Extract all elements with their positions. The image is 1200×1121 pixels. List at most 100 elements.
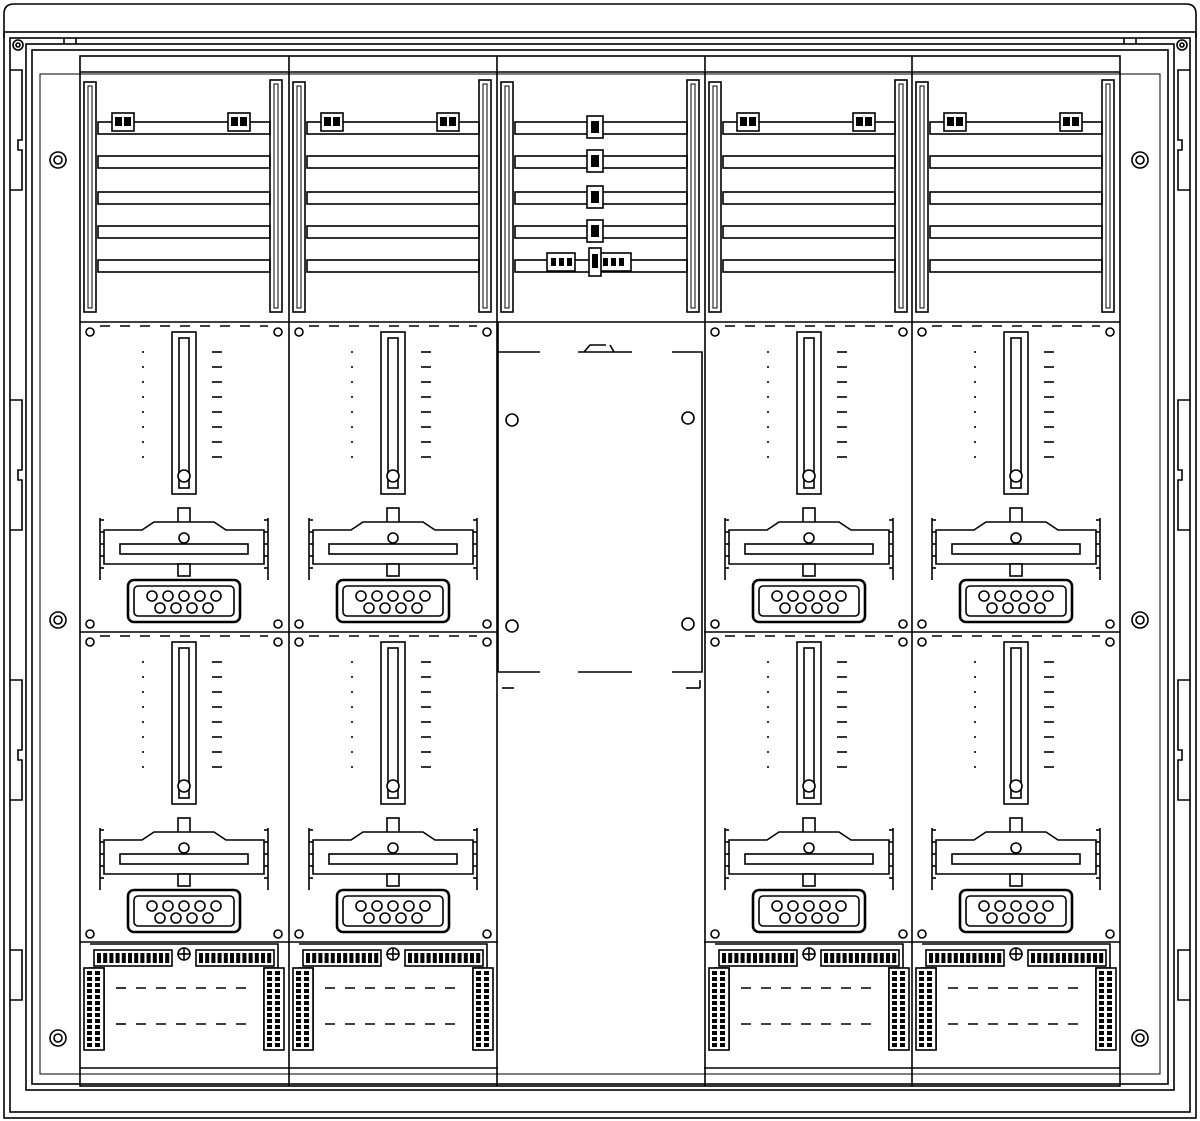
- terminal-rail: [820, 949, 900, 967]
- mounting-frame: [79, 55, 1121, 1087]
- busbar: [97, 259, 271, 273]
- mounting-screw-icon: [505, 619, 519, 633]
- column-2-upper-meter-field: [294, 325, 492, 629]
- column-4-lower-meter-field: [710, 635, 908, 939]
- mounting-screw-icon: [482, 327, 492, 337]
- meter-fields: [85, 325, 1115, 939]
- mounting-screw-icon: [1105, 637, 1115, 647]
- meter-scale: [767, 331, 847, 495]
- mounting-screw-icon: [917, 327, 927, 337]
- mounting-screw-icon: [273, 327, 283, 337]
- mounting-rail: [894, 79, 908, 313]
- terminal-rail: [292, 967, 314, 1051]
- terminal-clamp-icon: [436, 112, 460, 132]
- mounting-screw-icon: [482, 929, 492, 939]
- mounting-screw-icon: [49, 1029, 67, 1047]
- column-1-upper-meter-field: [85, 325, 283, 629]
- terminal-rail: [1095, 967, 1117, 1051]
- column-2-busbar-section: [292, 79, 492, 313]
- terminal-rail: [472, 967, 494, 1051]
- mounting-rail: [686, 79, 700, 313]
- mounting-screw-icon: [85, 637, 95, 647]
- column-2-lower-meter-field: [294, 635, 492, 939]
- mounting-screw-icon: [1131, 611, 1149, 629]
- mounting-rail: [1101, 79, 1115, 313]
- meter-carrier: [724, 817, 894, 890]
- column-5-busbar-section: [915, 79, 1115, 313]
- busbar: [722, 155, 896, 169]
- meter-scale: [351, 331, 431, 495]
- mounting-screw-icon: [482, 619, 492, 629]
- meter-plug-icon: [335, 888, 451, 934]
- earth-terminal-icon: [1009, 947, 1023, 961]
- mounting-screw-icon: [917, 637, 927, 647]
- mounting-rail: [915, 81, 929, 313]
- busbar: [306, 121, 480, 135]
- terminal-rail: [302, 949, 382, 967]
- column-1-lower-meter-field: [85, 635, 283, 939]
- mounting-screw-icon: [505, 413, 519, 427]
- mounting-screw-icon: [898, 619, 908, 629]
- mounting-screw-icon: [710, 619, 720, 629]
- busbar: [722, 191, 896, 205]
- earth-terminal-icon: [177, 947, 191, 961]
- column-1-terminal-block: [83, 943, 285, 1051]
- meter-scale: [974, 331, 1054, 495]
- meter-carrier: [931, 507, 1101, 580]
- meter-carrier: [99, 507, 269, 580]
- meter-carrier: [308, 507, 478, 580]
- mounting-rail: [292, 81, 306, 313]
- busbar: [97, 121, 271, 135]
- busbar: [306, 155, 480, 169]
- terminal-rail: [83, 967, 105, 1051]
- terminal-blocks: [83, 943, 1117, 1051]
- meter-plug-icon: [751, 578, 867, 624]
- mounting-screw-icon: [482, 637, 492, 647]
- terminal-clamp-icon: [546, 252, 576, 272]
- terminal-rail: [1027, 949, 1107, 967]
- mounting-screw-icon: [85, 327, 95, 337]
- busbar-sections: [83, 79, 1115, 313]
- terminal-rail: [195, 949, 275, 967]
- mounting-screw-icon: [273, 619, 283, 629]
- meter-carrier: [724, 507, 894, 580]
- mounting-screw-icon: [49, 151, 67, 169]
- meter-scale: [142, 331, 222, 495]
- terminal-rail: [93, 949, 173, 967]
- terminal-rail: [263, 967, 285, 1051]
- busbar: [929, 225, 1103, 239]
- mounting-screw-icon: [49, 611, 67, 629]
- mounting-rail: [478, 79, 492, 313]
- busbar: [97, 225, 271, 239]
- column-5-upper-meter-field: [917, 325, 1115, 629]
- terminal-clamp-icon: [736, 112, 760, 132]
- busbar: [97, 191, 271, 205]
- mounting-screw-icon: [85, 619, 95, 629]
- mounting-screw-icon: [681, 617, 695, 631]
- busbar: [722, 225, 896, 239]
- busbar: [97, 155, 271, 169]
- mounting-screw-icon: [294, 619, 304, 629]
- column-4-terminal-block: [708, 943, 910, 1051]
- meter-carrier: [931, 817, 1101, 890]
- column-1-busbar-section: [83, 79, 283, 313]
- busbar: [722, 121, 896, 135]
- terminal-clamp-icon: [586, 185, 604, 209]
- busbar: [929, 259, 1103, 273]
- meter-carrier: [308, 817, 478, 890]
- mounting-screw-icon: [1105, 619, 1115, 629]
- meter-plug-icon: [126, 578, 242, 624]
- mounting-rail: [500, 81, 514, 313]
- mounting-screw-icon: [294, 637, 304, 647]
- meter-plug-icon: [958, 578, 1074, 624]
- mounting-screw-icon: [710, 327, 720, 337]
- terminal-clamp-icon: [943, 112, 967, 132]
- busbar: [929, 191, 1103, 205]
- busbar: [722, 259, 896, 273]
- terminal-clamp-icon: [1059, 112, 1083, 132]
- terminal-clamp-icon: [320, 112, 344, 132]
- earth-terminal-icon: [802, 947, 816, 961]
- meter-scale: [767, 641, 847, 805]
- busbar: [306, 225, 480, 239]
